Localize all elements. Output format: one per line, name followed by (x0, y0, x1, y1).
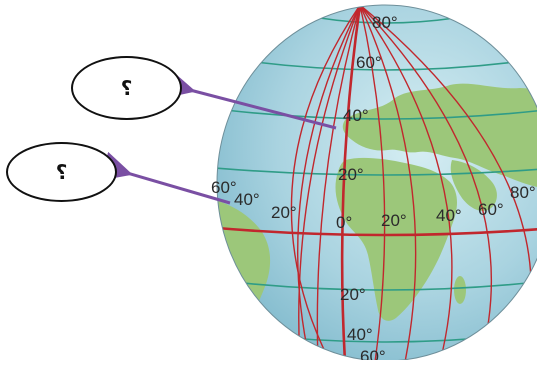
lon-label-20w: 20° (271, 203, 297, 222)
parallel-80n (319, 17, 456, 24)
lon-label-60w: 60° (211, 178, 237, 197)
lon-label-40e: 40° (436, 206, 462, 225)
land-arabia (450, 160, 497, 211)
lat-label-0: 0° (336, 213, 352, 232)
meridian-60e (359, 5, 453, 361)
meridians (290, 5, 532, 361)
question-mark: ؟ (120, 76, 133, 100)
longitude-labels: 60° 40° 20° 20° 40° 60° 80° (211, 178, 536, 230)
meridian-40w (298, 5, 361, 361)
question-mark: ؟ (55, 160, 68, 184)
latitude-labels: 80° 60° 40° 20° 0° 20° 40° 60° (336, 13, 398, 365)
meridian-80w (290, 5, 361, 361)
land-madagascar (454, 276, 466, 304)
meridian-80e (359, 5, 493, 361)
parallel-20s (217, 279, 537, 291)
land-africa (335, 157, 457, 321)
question-callout-top[interactable]: ؟ (71, 56, 182, 120)
lon-label-80e: 80° (510, 183, 536, 202)
lat-label-20s: 20° (340, 285, 366, 304)
arrow-to-callout-2 (99, 151, 231, 205)
parallel-20n (217, 167, 537, 176)
lat-label-60s: 60° (360, 347, 386, 360)
lon-label-40w: 40° (234, 190, 260, 209)
lat-label-40n: 40° (343, 106, 369, 125)
meridian-20w (316, 5, 361, 361)
lat-label-80n: 80° (372, 13, 398, 32)
lat-label-40s: 40° (347, 325, 373, 344)
question-callout-bottom[interactable]: ؟ (6, 142, 117, 202)
meridian-20e (359, 5, 386, 361)
lat-label-20n: 20° (338, 165, 364, 184)
lat-label-60n: 60° (356, 53, 382, 72)
meridian-40e (359, 5, 417, 361)
arrow-to-callout-1 (162, 69, 337, 130)
equator-line (217, 226, 537, 237)
meridian-60w (297, 5, 361, 361)
lon-label-60e: 60° (478, 200, 504, 219)
lon-label-20e: 20° (381, 211, 407, 230)
parallel-40n (224, 109, 537, 120)
prime-meridian (340, 5, 362, 361)
